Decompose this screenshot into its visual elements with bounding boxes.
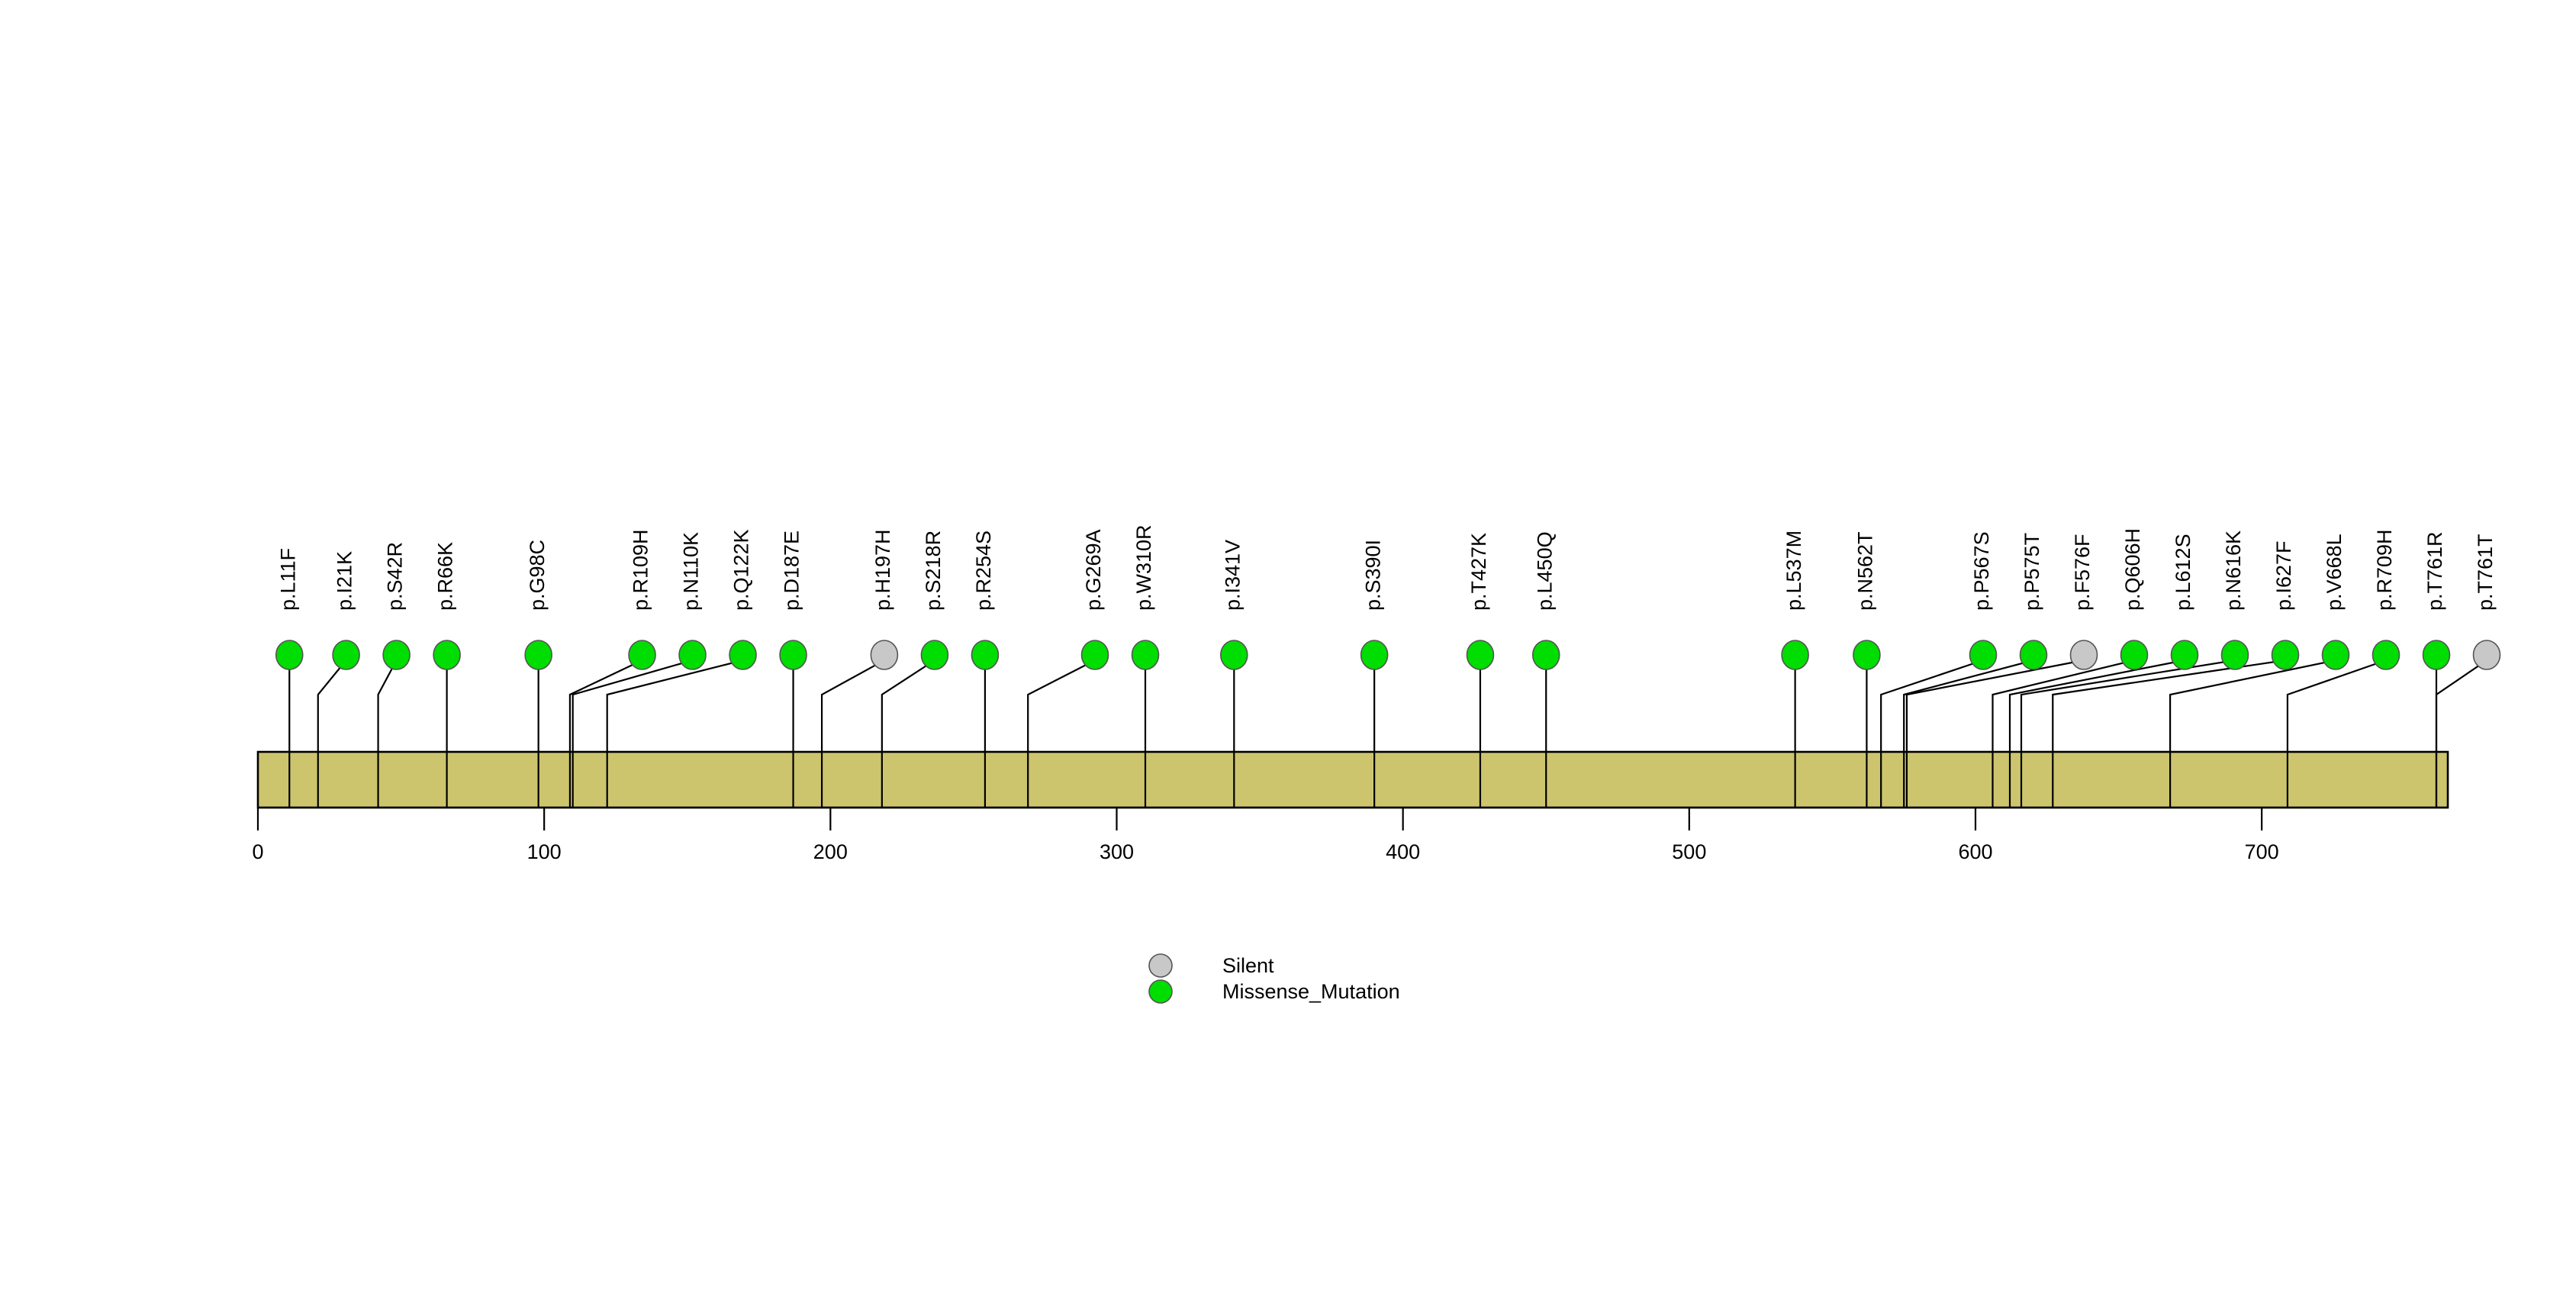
x-axis-tick-label: 200 bbox=[813, 840, 848, 863]
mutation-stem bbox=[2435, 658, 2488, 752]
mutation-marker[interactable] bbox=[2321, 640, 2350, 670]
mutation-marker[interactable] bbox=[332, 640, 360, 670]
mutation-label: p.P567S bbox=[1970, 531, 1993, 611]
mutation-label: p.S218R bbox=[922, 531, 945, 611]
mutation-labels-layer: p.L11F p.I21K p.S42R p.R66K p.G98C p.R109H p.N… bbox=[276, 524, 2497, 611]
mutation-marker[interactable] bbox=[382, 640, 411, 670]
mutation-marker[interactable] bbox=[1466, 640, 1495, 670]
mutation-label: p.R109H bbox=[630, 529, 652, 611]
mutation-label: p.Q606H bbox=[2121, 528, 2144, 611]
mutation-label: p.S42R bbox=[384, 542, 407, 611]
mutation-stem bbox=[1905, 659, 2085, 752]
mutation-label: p.L450Q bbox=[1533, 531, 1556, 611]
mutation-marker[interactable] bbox=[1220, 640, 1248, 670]
mutation-marker[interactable] bbox=[1781, 640, 1809, 670]
mutation-label: p.N616K bbox=[2222, 531, 2245, 611]
mutation-label: p.H197H bbox=[871, 529, 894, 611]
protein-domain-bar-layer bbox=[256, 750, 2449, 809]
x-axis-tick-label: 600 bbox=[1958, 840, 1992, 863]
mutation-stem bbox=[881, 658, 936, 752]
mutation-label: p.G98C bbox=[526, 540, 549, 611]
mutation-label: p.G269A bbox=[1082, 529, 1105, 611]
mutation-marker[interactable] bbox=[870, 640, 899, 670]
mutation-label: p.I627F bbox=[2272, 540, 2295, 611]
mutation-marker[interactable] bbox=[524, 640, 552, 670]
mutation-marker[interactable] bbox=[971, 640, 1000, 670]
legend-marker[interactable] bbox=[1148, 979, 1173, 1004]
mutation-marker[interactable] bbox=[2019, 640, 2048, 670]
mutation-stem bbox=[1027, 659, 1096, 752]
legend-label: Missense_Mutation bbox=[1222, 980, 1400, 1003]
legend-label: Silent bbox=[1222, 954, 1274, 977]
mutation-marker[interactable] bbox=[275, 640, 304, 670]
mutation-stem bbox=[2052, 659, 2287, 752]
x-axis-layer: 0 100 200 300 400 500 600 700 bbox=[252, 806, 2448, 863]
x-axis-tick-label: 300 bbox=[1100, 840, 1134, 863]
mutation-label: p.N110K bbox=[680, 532, 703, 611]
mutation-marker[interactable] bbox=[2372, 640, 2401, 670]
mutation-label: p.L537M bbox=[1782, 531, 1805, 611]
mutation-label: p.W310R bbox=[1132, 524, 1155, 611]
x-axis-tick-label: 0 bbox=[252, 840, 263, 863]
mutation-label: p.T427K bbox=[1467, 533, 1490, 611]
mutation-marker[interactable] bbox=[1360, 640, 1389, 670]
mutation-marker[interactable] bbox=[729, 640, 757, 670]
mutation-label: p.L11F bbox=[276, 548, 299, 611]
mutation-site-ticks-layer bbox=[288, 752, 2438, 808]
mutation-marker[interactable] bbox=[2422, 640, 2451, 670]
mutation-stem bbox=[2286, 659, 2388, 752]
mutation-marker[interactable] bbox=[779, 640, 807, 670]
mutation-label: p.R66K bbox=[434, 542, 457, 611]
mutation-marker[interactable] bbox=[2472, 640, 2501, 670]
mutation-label: p.N562T bbox=[1854, 531, 1877, 611]
x-axis-tick-label: 100 bbox=[527, 840, 562, 863]
mutation-stem bbox=[606, 659, 744, 752]
mutation-label: p.I341V bbox=[1221, 540, 1244, 611]
mutation-label: p.L612S bbox=[2172, 534, 2194, 611]
mutation-marker[interactable] bbox=[433, 640, 461, 670]
mutation-label: p.T761T bbox=[2474, 534, 2497, 611]
mutation-stem bbox=[572, 659, 694, 752]
mutation-stem bbox=[1880, 659, 1985, 752]
mutation-stem bbox=[568, 659, 643, 752]
mutation-label: p.D187E bbox=[781, 531, 803, 611]
mutation-marker[interactable] bbox=[1531, 640, 1560, 670]
x-axis-tick-label: 400 bbox=[1386, 840, 1420, 863]
mutation-marker[interactable] bbox=[2271, 640, 2300, 670]
mutation-marker[interactable] bbox=[1080, 640, 1109, 670]
mutation-label: p.Q122K bbox=[730, 529, 753, 611]
mutation-marker[interactable] bbox=[2170, 640, 2199, 670]
legend-marker[interactable] bbox=[1148, 953, 1173, 978]
protein-domain-bar bbox=[256, 750, 2449, 809]
stems-layer bbox=[288, 657, 2488, 752]
mutation-marker[interactable] bbox=[2220, 640, 2249, 670]
mutation-markers-layer bbox=[275, 640, 2501, 670]
mutation-marker[interactable] bbox=[1853, 640, 1881, 670]
mutation-label: p.P575T bbox=[2021, 533, 2043, 611]
mutation-stem bbox=[377, 660, 398, 752]
mutation-stem bbox=[2008, 659, 2186, 752]
mutation-stem bbox=[317, 657, 347, 752]
mutation-marker[interactable] bbox=[628, 640, 656, 670]
mutation-label: p.I21K bbox=[333, 551, 356, 611]
mutation-marker[interactable] bbox=[2069, 640, 2098, 670]
x-axis-tick-label: 500 bbox=[1672, 840, 1706, 863]
x-axis-tick-label: 700 bbox=[2245, 840, 2279, 863]
mutation-marker[interactable] bbox=[1969, 640, 1998, 670]
mutation-marker[interactable] bbox=[1131, 640, 1160, 670]
mutation-stem bbox=[820, 659, 886, 752]
mutation-label: p.R254S bbox=[972, 531, 995, 611]
mutation-label: p.V668L bbox=[2323, 534, 2346, 611]
mutation-label: p.F576F bbox=[2071, 534, 2094, 611]
mutation-label: p.T761R bbox=[2423, 531, 2446, 611]
mutation-marker[interactable] bbox=[2120, 640, 2149, 670]
mutation-label: p.R709H bbox=[2373, 529, 2396, 611]
mutation-label: p.S390I bbox=[1361, 540, 1384, 611]
mutation-marker[interactable] bbox=[920, 640, 949, 670]
mutation-marker[interactable] bbox=[678, 640, 707, 670]
